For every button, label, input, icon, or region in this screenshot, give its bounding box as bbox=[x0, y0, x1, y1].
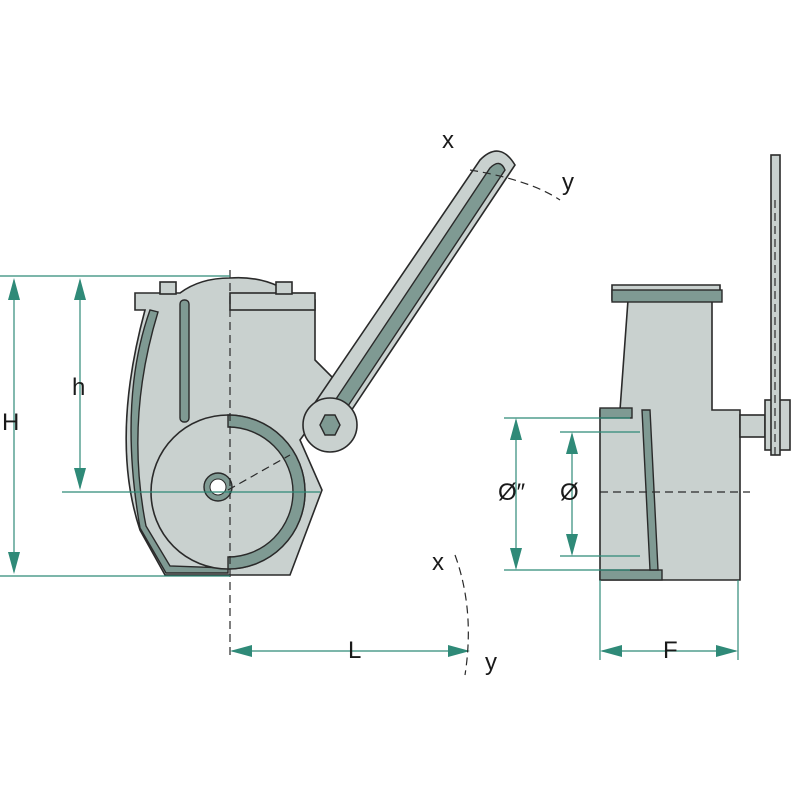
label-diameter: Ø bbox=[560, 479, 579, 506]
label-h: h bbox=[72, 374, 85, 401]
label-L: L bbox=[348, 637, 361, 664]
label-F: F bbox=[663, 637, 678, 664]
lever-handle[interactable] bbox=[302, 150, 516, 453]
side-view bbox=[599, 154, 791, 581]
label-H: H bbox=[2, 409, 19, 436]
dimensions bbox=[0, 169, 739, 676]
label-x-top: x bbox=[442, 127, 454, 154]
label-diameter-outer: Ø″ bbox=[498, 479, 526, 506]
label-x-bottom: x bbox=[432, 549, 444, 576]
front-view bbox=[125, 270, 342, 660]
label-y-bottom: y bbox=[485, 649, 497, 676]
label-y-top: y bbox=[562, 169, 574, 196]
